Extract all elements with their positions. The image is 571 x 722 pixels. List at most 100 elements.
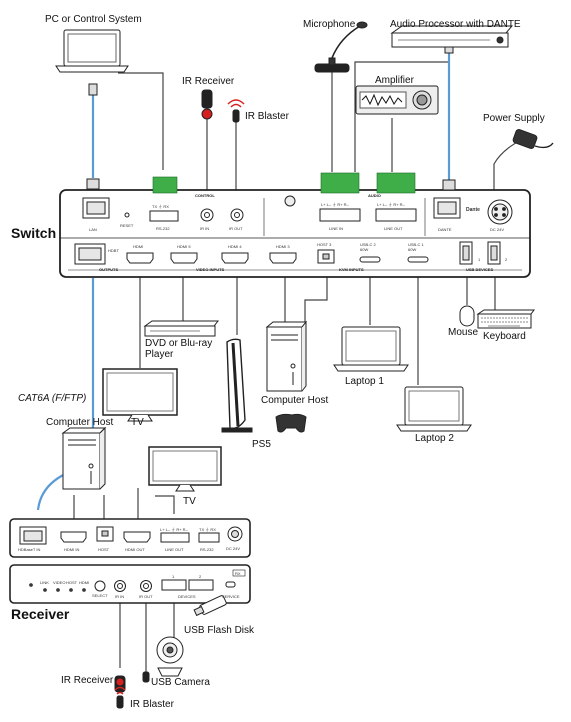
switch-lineout: LINE OUT bbox=[384, 226, 403, 231]
label-pc: PC or Control System bbox=[45, 14, 142, 25]
label-power-supply: Power Supply bbox=[483, 113, 545, 124]
label-usb-flash: USB Flash Disk bbox=[184, 625, 255, 636]
ir-blaster-icon bbox=[114, 671, 150, 709]
label-laptop2: Laptop 2 bbox=[415, 433, 454, 444]
ir-blaster-icon bbox=[227, 99, 245, 123]
rx-led-video: VIDEO bbox=[53, 580, 66, 585]
usb-camera-icon bbox=[156, 636, 184, 677]
rx-lineout: LINE OUT bbox=[165, 547, 184, 552]
laptop-icon bbox=[55, 29, 129, 96]
ps5-icon bbox=[221, 338, 253, 433]
receiver-rear-panel bbox=[9, 518, 251, 558]
switch-audio-header: AUDIO bbox=[368, 193, 381, 198]
label-dvd: DVD or Blu-ray Player bbox=[145, 338, 213, 360]
terminal-blocks bbox=[152, 172, 416, 194]
switch-usbc2: USB-C 2 60W bbox=[360, 242, 376, 252]
switch-linein: LINE IN bbox=[329, 226, 344, 231]
rx-host: HOST bbox=[98, 547, 110, 552]
tv-icon bbox=[148, 446, 222, 492]
audio-processor-icon bbox=[390, 25, 514, 54]
power-supply-icon bbox=[512, 129, 554, 149]
label-computer-host-mid: Computer Host bbox=[261, 395, 329, 406]
rx-lineout-cable bbox=[155, 495, 175, 514]
switch-kvm-inputs: KVM INPUTS bbox=[339, 267, 364, 272]
label-tv2: TV bbox=[183, 496, 196, 507]
label-ir-blaster-top: IR Blaster bbox=[245, 111, 289, 122]
microphone-icon bbox=[314, 21, 368, 73]
computer-tower-icon bbox=[265, 320, 308, 392]
rx-dev1: 1 bbox=[172, 574, 175, 579]
switch-usbc1: USB-C 1 60W bbox=[408, 242, 424, 252]
rx-select: SELECT bbox=[92, 593, 108, 598]
rx-lineout-pins: L+ L– ⏚ R+ R– bbox=[160, 527, 188, 532]
label-microphone: Microphone bbox=[303, 19, 356, 30]
rx-dev2: 2 bbox=[199, 574, 202, 579]
ir-receiver-icon bbox=[201, 89, 213, 120]
switch-dante: DANTE bbox=[438, 227, 452, 232]
label-mouse: Mouse bbox=[448, 327, 479, 338]
switch-linein-pins: L+ L– ⏚ R+ R– bbox=[321, 202, 349, 207]
rx-hdbaset-in: HDBaseT IN bbox=[18, 547, 41, 552]
tv-icon bbox=[102, 368, 178, 422]
label-receiver: Receiver bbox=[11, 606, 70, 622]
label-laptop1: Laptop 1 bbox=[345, 376, 384, 387]
switch-usb2: 2 bbox=[505, 257, 508, 262]
hdmi-ports bbox=[126, 252, 297, 264]
switch-usb-devices: USB DEVICES bbox=[466, 267, 494, 272]
label-computer-host-left: Computer Host bbox=[46, 417, 114, 428]
rx-dc24v: DC 24V bbox=[226, 546, 241, 551]
amplifier-icon bbox=[355, 85, 439, 115]
pc-rs232-cable bbox=[118, 72, 164, 170]
switch-usb1: 1 bbox=[478, 257, 481, 262]
switch-video-inputs: VIDEO INPUTS bbox=[196, 267, 225, 272]
rx-led-link: LINK bbox=[40, 580, 49, 585]
switch-ir-in: IR IN bbox=[200, 226, 210, 231]
label-ps5: PS5 bbox=[252, 439, 271, 450]
rx-led-hdmi: HDMI bbox=[79, 580, 90, 585]
switch-hdmi5: HDMI 5 bbox=[177, 244, 191, 249]
switch-lan: LAN bbox=[89, 227, 97, 232]
gamepad-icon bbox=[275, 413, 307, 433]
label-ir-receiver-top: IR Receiver bbox=[182, 76, 235, 87]
switch-outputs: OUTPUTS bbox=[99, 267, 119, 272]
label-audio-processor: Audio Processor with DANTE bbox=[390, 19, 521, 30]
switch-rs232: RS-232 bbox=[156, 226, 170, 231]
switch-dante-logo: Dante bbox=[466, 207, 480, 213]
receiver-front-panel bbox=[9, 564, 251, 604]
cables bbox=[36, 52, 522, 672]
rx-rs232: RS-232 bbox=[200, 547, 214, 552]
switch-lineout-pins: L+ L– ⏚ R+ R– bbox=[377, 202, 405, 207]
switch-hdmi3: HDMI 3 bbox=[276, 244, 290, 249]
rx-rs232-pins: TX ⏚ RX bbox=[199, 527, 216, 532]
laptop-icon bbox=[333, 326, 409, 372]
host3-cable bbox=[304, 275, 328, 325]
switch-device bbox=[59, 172, 531, 278]
rx-ir-in: IR IN bbox=[115, 594, 125, 599]
switch-rs232-pins: TX ⏚ RX bbox=[152, 204, 169, 209]
label-switch: Switch bbox=[11, 225, 57, 241]
rx-devices: DEVICES bbox=[178, 594, 196, 599]
keyboard-icon bbox=[476, 309, 535, 329]
rx-hdmi-in: HDMI IN bbox=[64, 547, 80, 552]
label-keyboard: Keyboard bbox=[483, 331, 526, 342]
rx-ir-out: IR OUT bbox=[139, 594, 153, 599]
switch-control-header: CONTROL bbox=[195, 193, 215, 198]
switch-hdmi-out: HDMI bbox=[133, 244, 144, 249]
switch-hdbt: HDBT bbox=[108, 248, 119, 253]
rx-badge: RX bbox=[235, 571, 241, 576]
power-cable bbox=[493, 139, 522, 190]
switch-host3: HOST 3 bbox=[317, 242, 332, 247]
switch-reset: RESET bbox=[120, 223, 134, 228]
laptop-icon bbox=[396, 386, 472, 432]
dvd-player-icon bbox=[143, 320, 220, 337]
rx-service: SERVICE bbox=[222, 594, 240, 599]
switch-hdmi4: HDMI 4 bbox=[228, 244, 242, 249]
label-amplifier: Amplifier bbox=[375, 75, 414, 86]
rx-led-host: HOST bbox=[66, 580, 78, 585]
label-cat6a: CAT6A (F/FTP) bbox=[18, 393, 87, 404]
switch-ir-out: IR OUT bbox=[229, 226, 243, 231]
label-ir-receiver-bottom: IR Receiver bbox=[61, 675, 114, 686]
rx-hdmi-out: HDMI OUT bbox=[125, 547, 145, 552]
